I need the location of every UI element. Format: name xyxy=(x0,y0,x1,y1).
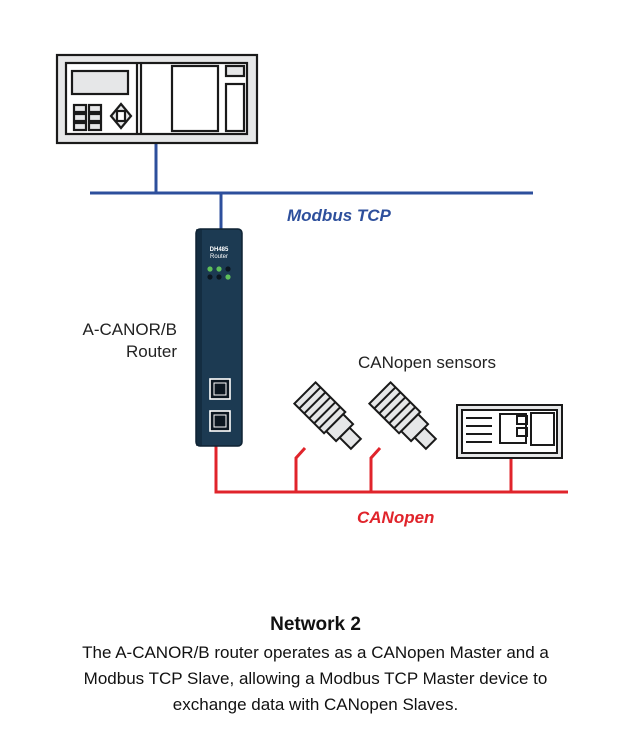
sensor2-drop-line xyxy=(369,446,382,492)
modbus-network xyxy=(90,143,533,230)
canopen-label: CANopen xyxy=(357,508,435,527)
network-diagram: DH485 Router xyxy=(55,53,568,494)
modbus-tcp-label: Modbus TCP xyxy=(287,206,391,225)
router-badge-line2: Router xyxy=(210,254,228,260)
modbus-master-device-icon xyxy=(55,53,259,145)
din-rail-router-icon: DH485 Router xyxy=(195,228,243,447)
router-badge-line1: DH485 xyxy=(210,247,229,253)
sensor1-drop-line xyxy=(294,446,307,492)
router-label: A-CANOR/B Router xyxy=(40,319,177,363)
router-port-lower xyxy=(209,410,231,432)
router-label-line2: Router xyxy=(125,342,177,361)
router-label-line1: A-CANOR/B xyxy=(82,320,177,339)
caption: Network 2 The A-CANOR/B router operates … xyxy=(0,614,631,718)
canopen-sensors-label: CANopen sensors xyxy=(358,353,496,372)
canopen-bus-line xyxy=(214,444,568,494)
caption-body: The A-CANOR/B router operates as a CANop… xyxy=(82,643,549,714)
canopen-network xyxy=(214,444,568,494)
canopen-slave-device-icon xyxy=(456,404,563,459)
caption-title: Network 2 xyxy=(270,614,361,635)
canopen-sensor-icon xyxy=(292,380,363,451)
router-status-leds xyxy=(207,266,231,280)
router-port-upper xyxy=(209,378,231,400)
canopen-sensor-icon xyxy=(367,380,438,451)
